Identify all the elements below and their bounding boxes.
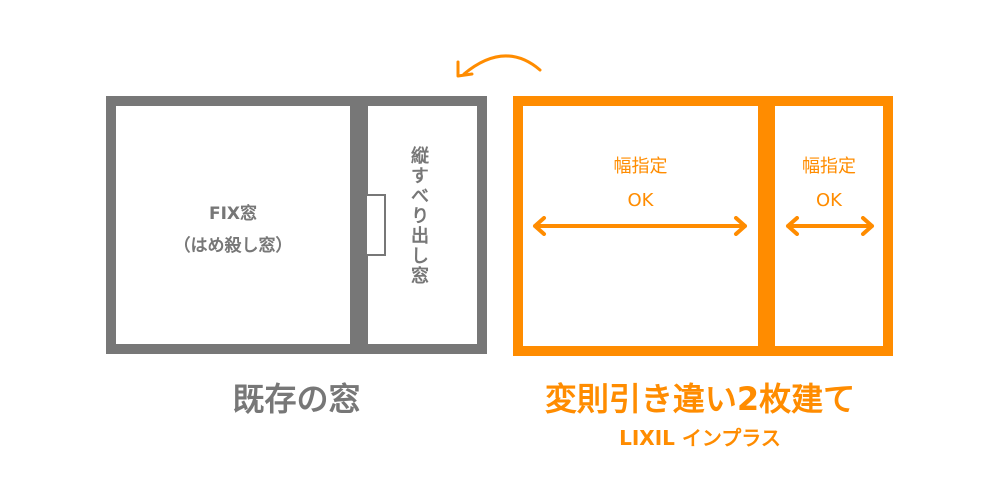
fix-window-subtitle: （はめ殺し窓） bbox=[173, 236, 293, 256]
casement-window-label: 縦すべり出し窓 bbox=[408, 146, 429, 286]
left-pane-label: 幅指定 OK bbox=[523, 150, 758, 218]
fix-window-title: FIX窓 bbox=[208, 204, 258, 224]
existing-window-frame bbox=[106, 96, 487, 354]
replacement-window-caption: 変則引き違い2枚建て bbox=[544, 380, 856, 418]
swap-arrow-icon bbox=[456, 54, 542, 78]
right-width-spec: 幅指定 bbox=[802, 156, 856, 177]
replacement-window-mullion bbox=[758, 96, 775, 356]
right-width-arrow-icon bbox=[786, 216, 874, 236]
casement-handle bbox=[367, 194, 386, 256]
left-width-arrow-icon bbox=[533, 216, 747, 236]
product-name: LIXIL インプラス bbox=[619, 426, 781, 450]
left-ok: OK bbox=[627, 190, 654, 211]
right-pane-label: 幅指定 OK bbox=[775, 150, 883, 218]
left-width-spec: 幅指定 bbox=[613, 156, 668, 177]
existing-window-mullion bbox=[350, 96, 368, 354]
existing-window-caption: 既存の窓 bbox=[232, 380, 361, 418]
fix-window-label: FIX窓 （はめ殺し窓） bbox=[116, 198, 350, 262]
right-ok: OK bbox=[816, 190, 842, 211]
